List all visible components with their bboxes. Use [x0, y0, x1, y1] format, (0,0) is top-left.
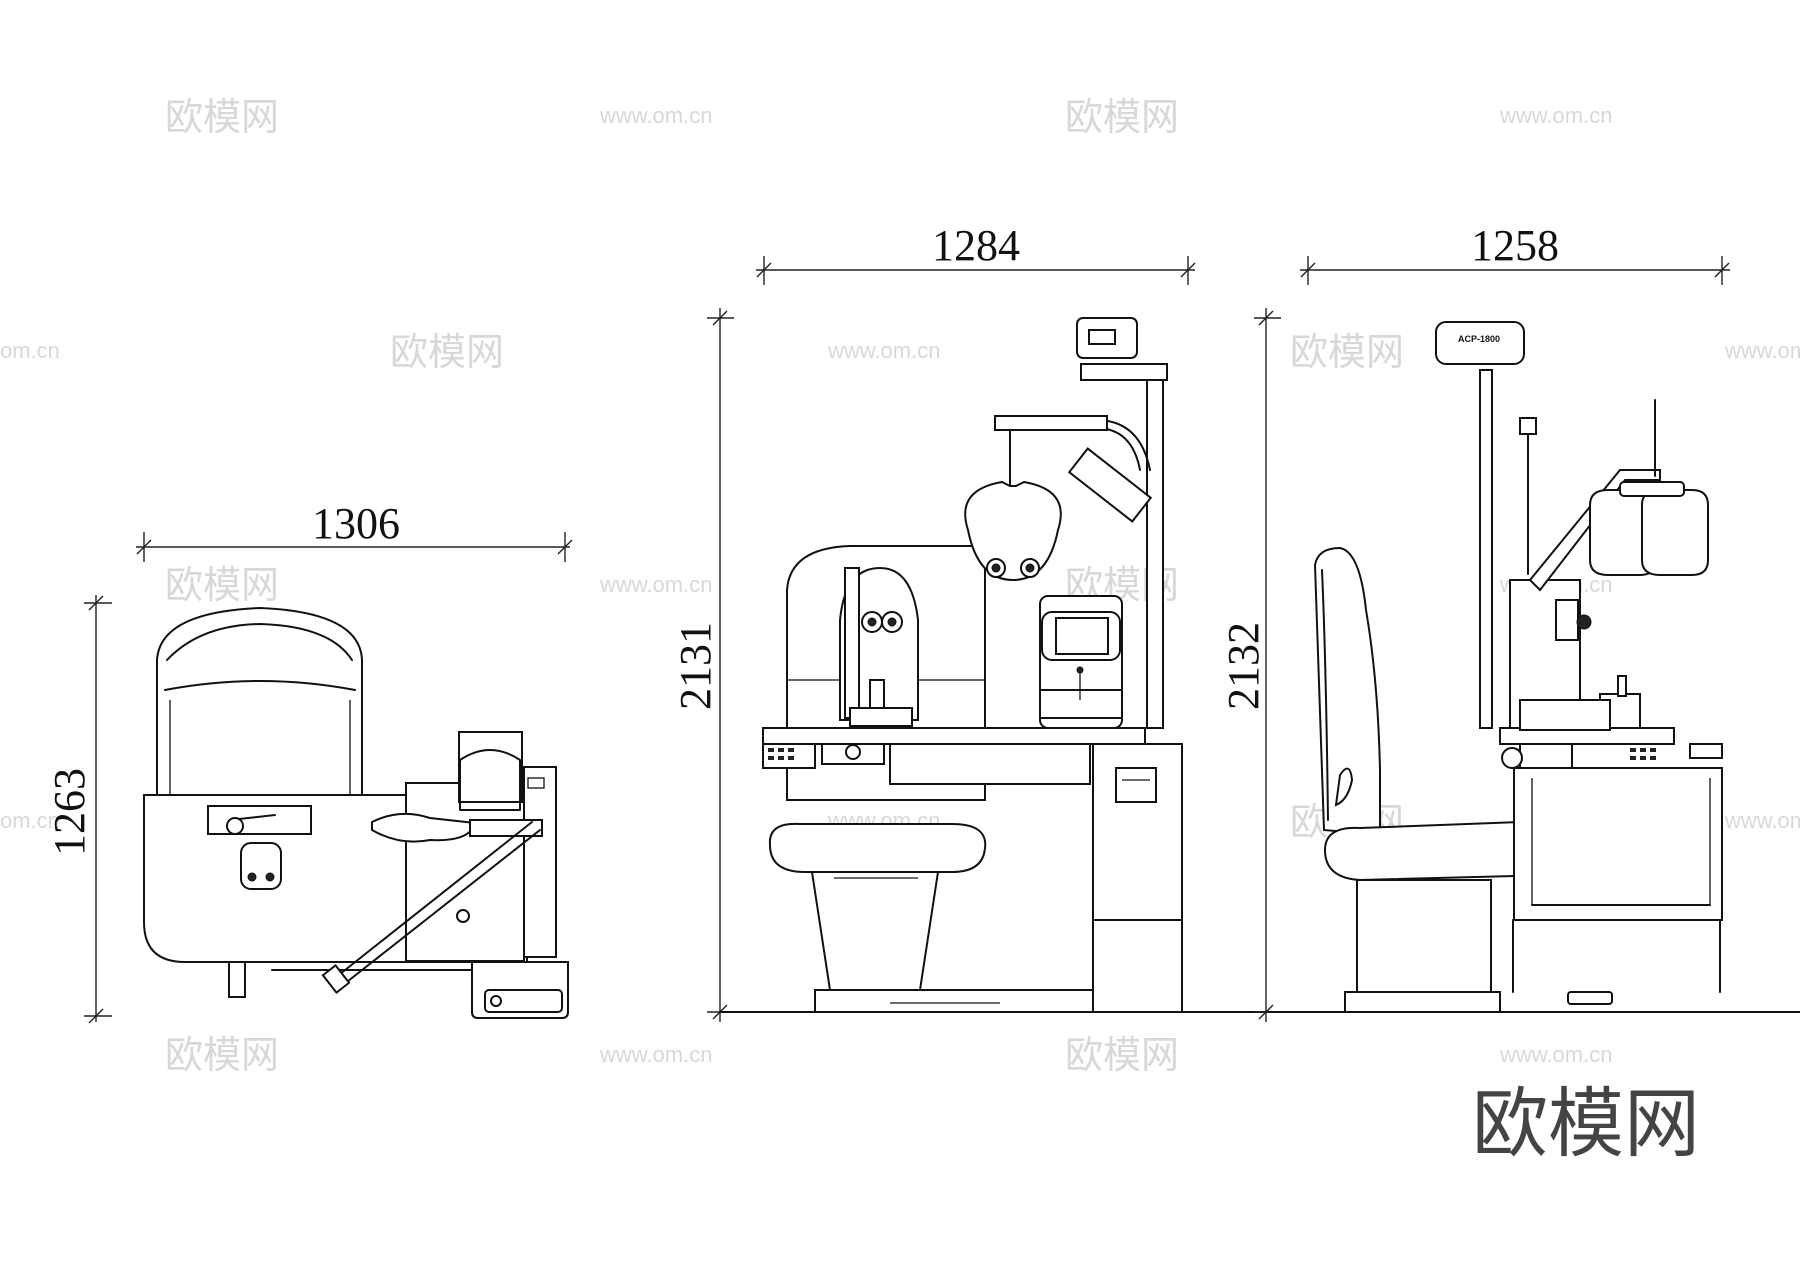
watermark-cn: 欧模网	[390, 332, 504, 374]
front-autorefractor	[1039, 595, 1123, 729]
dimension-label: 1284	[932, 221, 1020, 270]
dimension-side-width: 1258	[1300, 221, 1730, 285]
watermark-url: www.om.cn	[599, 1042, 712, 1067]
front-chair-pedestal	[810, 871, 940, 991]
watermark-cn: 欧模网	[1290, 332, 1404, 374]
dimension-label: 2131	[671, 622, 720, 710]
brand-logo: 欧模网	[1472, 1079, 1700, 1168]
watermark-url: www.om.cn	[1724, 338, 1800, 363]
side-chair	[1313, 546, 1546, 1013]
watermark-cn: 欧模网	[1065, 97, 1179, 139]
watermark-cn: 欧模网	[1065, 1035, 1179, 1077]
watermark-url: www.om.cn	[1499, 1042, 1612, 1067]
dimension-label: 1306	[312, 499, 400, 548]
dimension-plan-depth: 1263	[45, 595, 112, 1024]
dimension-label: 1258	[1471, 221, 1559, 270]
side-slit-lamp	[1509, 579, 1641, 731]
device-label: ACP-1800	[1458, 334, 1500, 344]
watermark-url-partial: om.cn	[0, 808, 60, 833]
front-chair-seat	[768, 822, 987, 873]
plan-table	[143, 731, 569, 1019]
watermark-url: www.om.cn	[599, 103, 712, 128]
dimension-label: 1263	[45, 768, 94, 856]
watermark-cn: 欧模网	[165, 97, 279, 139]
front-slit-lamp	[839, 566, 919, 727]
side-view: 1258 2132	[1219, 221, 1800, 1022]
plan-view: 1306 1263	[45, 499, 573, 1024]
watermark-url-partial: om.cn	[0, 338, 60, 363]
dimension-front-width: 1284	[756, 221, 1196, 285]
watermark-cn: 欧模网	[165, 565, 279, 607]
side-table	[1499, 727, 1723, 1005]
watermark-url: www.om.cn	[827, 338, 940, 363]
watermark-url: www.om.cn	[599, 572, 712, 597]
watermark-url: www.om.cn	[1724, 808, 1800, 833]
front-view: 1284 2131	[671, 221, 1271, 1022]
front-table-top	[762, 727, 1146, 745]
watermark-cn: 欧模网	[165, 1035, 279, 1077]
plan-chair	[156, 606, 363, 796]
side-phoropter-arm: ACP-1800	[1435, 321, 1709, 729]
watermark-url: www.om.cn	[1499, 103, 1612, 128]
dimension-plan-width: 1306	[136, 499, 573, 562]
dimension-side-height: 2132	[1219, 308, 1281, 1022]
front-phoropter-arm	[964, 317, 1168, 729]
dimension-front-height: 2131	[671, 308, 734, 1022]
dimension-label: 2132	[1219, 622, 1268, 710]
